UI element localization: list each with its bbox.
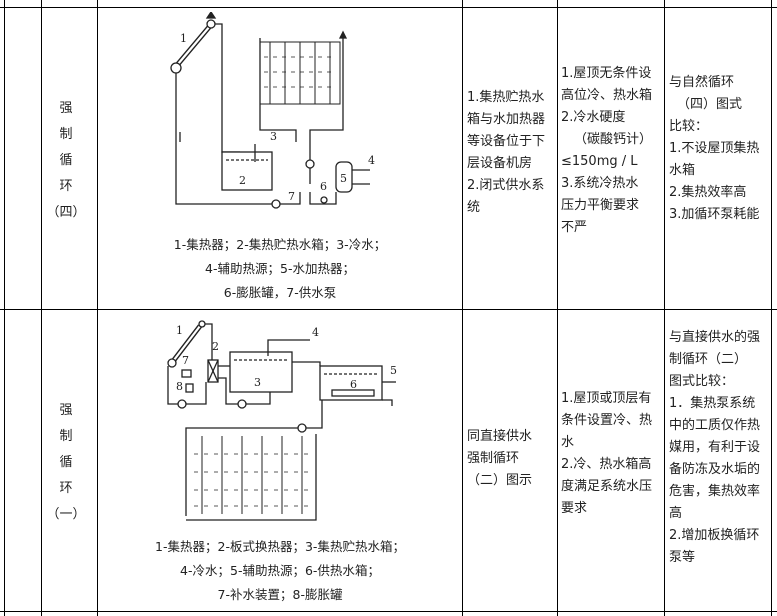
- conditions-line: 1.屋顶无条件设: [561, 66, 652, 81]
- comparison-cell: 与直接供水的强 制循环（二） 图式比较： 1．集热泵系统 中的工质仅作热 媒用，…: [669, 327, 773, 569]
- schematic-label: 7: [288, 190, 295, 203]
- conditions-line: 2.冷水硬度: [561, 110, 626, 125]
- schematic-label: 4: [312, 326, 319, 339]
- table-divider: [462, 0, 463, 616]
- features-line: 1.集热贮热水: [467, 90, 545, 105]
- features-line: 强制循环: [467, 451, 520, 466]
- features-line: 等设备位于下: [467, 134, 546, 149]
- comparison-line: （四）图式: [677, 97, 743, 112]
- comparison-line: 高: [669, 506, 683, 521]
- row-divider: [0, 611, 777, 612]
- conditions-cell: 1.屋顶或顶层有 条件设置冷、热 水 2.冷、热水箱高 度满足系统水压 要求: [561, 388, 665, 520]
- system-name-char: 强: [59, 101, 73, 116]
- conditions-line: 度满足系统水压: [561, 479, 653, 494]
- comparison-line: 比较：: [669, 119, 709, 134]
- system-name-char: 制: [59, 127, 73, 142]
- conditions-line: 压力平衡要求: [561, 198, 640, 213]
- conditions-line: 要求: [561, 501, 588, 516]
- system-name-char: 强: [59, 403, 73, 418]
- schematic-caption: 1-集热器；2-集热贮热水箱；3-冷水； 4-辅助热源；5-水加热器； 6-膨胀…: [100, 233, 460, 305]
- caption-line: 7-补水装置；8-膨胀罐: [217, 587, 343, 602]
- row-divider: [0, 309, 777, 310]
- features-line: 统: [467, 200, 481, 215]
- system-name-char: 循: [59, 455, 73, 470]
- comparison-line: 1.不设屋顶集热: [669, 141, 760, 156]
- comparison-line: 水箱: [669, 163, 696, 178]
- table-divider: [557, 0, 558, 616]
- comparison-line: 图式比较：: [669, 374, 735, 389]
- features-cell: 同直接供水 强制循环 （二）图示: [467, 426, 559, 492]
- caption-line: 1-集热器；2-板式换热器；3-集热贮热水箱；: [155, 539, 405, 554]
- schematic-diagram-forced-circulation-1: 1 2 3 4 5 6 7 8: [167, 320, 397, 521]
- conditions-line: 1.屋顶或顶层有: [561, 391, 652, 406]
- schematic-label: 2: [239, 174, 246, 187]
- comparison-line: 与自然循环: [669, 75, 735, 90]
- comparison-line: 1．集热泵系统: [669, 396, 756, 411]
- features-line: 同直接供水: [467, 429, 533, 444]
- caption-line: 1-集热器；2-集热贮热水箱；3-冷水；: [173, 237, 387, 252]
- row-divider: [0, 7, 777, 8]
- schematic-label: 8: [176, 380, 183, 393]
- schematic-label: 6: [320, 180, 327, 193]
- table-border-right: [771, 0, 772, 616]
- schematic-label: 2: [212, 340, 219, 353]
- schematic-label: 1: [180, 32, 187, 45]
- system-name-char: 制: [59, 429, 73, 444]
- system-name-char: 循: [59, 153, 73, 168]
- schematic-label: 7: [182, 354, 189, 367]
- system-name-char: （四）: [46, 205, 86, 220]
- system-name-char: 环: [59, 481, 73, 496]
- table-border-left: [4, 0, 5, 616]
- schematic-label: 4: [368, 154, 375, 167]
- comparison-line: 3.加循环泵耗能: [669, 207, 760, 222]
- comparison-line: 媒用，有利于设: [669, 440, 761, 455]
- features-line: 层设备机房: [467, 156, 533, 171]
- table-divider: [97, 0, 98, 616]
- features-line: 2.闭式供水系: [467, 178, 545, 193]
- schematic-label: 3: [254, 376, 261, 389]
- comparison-line: 与直接供水的强: [669, 330, 761, 345]
- schematic-label: 3: [270, 130, 277, 143]
- conditions-line: 2.冷、热水箱高: [561, 457, 652, 472]
- system-name-cell: 强 制 循 环 （一）: [46, 398, 86, 528]
- schematic-label: 1: [176, 324, 183, 337]
- schematic-diagram-forced-circulation-4: 1 2 3 4 5 6 7: [170, 12, 375, 209]
- comparison-line: 2.增加板换循环: [669, 528, 760, 543]
- conditions-cell: 1.屋顶无条件设 高位冷、热水箱 2.冷水硬度 （碳酸钙计） ≤150mg / …: [561, 63, 665, 239]
- schematic-label: 5: [390, 364, 397, 377]
- features-line: （二）图示: [467, 473, 533, 488]
- schematic-label: 5: [340, 172, 347, 185]
- caption-line: 4-冷水；5-辅助热源；6-供热水箱；: [180, 563, 380, 578]
- system-name-char: （一）: [46, 507, 86, 522]
- comparison-line: 危害，集热效率: [669, 484, 761, 499]
- schematic-caption: 1-集热器；2-板式换热器；3-集热贮热水箱； 4-冷水；5-辅助热源；6-供热…: [100, 535, 460, 607]
- conditions-line: 不严: [561, 220, 588, 235]
- caption-line: 4-辅助热源；5-水加热器；: [205, 261, 355, 276]
- system-name-cell: 强 制 循 环 （四）: [46, 96, 86, 226]
- comparison-line: 中的工质仅作热: [669, 418, 761, 433]
- comparison-cell: 与自然循环 （四）图式 比较： 1.不设屋顶集热 水箱 2.集热效率高 3.加循…: [669, 72, 771, 226]
- caption-line: 6-膨胀罐，7-供水泵: [223, 285, 337, 300]
- comparison-line: 泵等: [669, 550, 696, 565]
- system-name-char: 环: [59, 179, 73, 194]
- features-cell: 1.集热贮热水 箱与水加热器 等设备位于下 层设备机房 2.闭式供水系 统: [467, 87, 559, 219]
- table-divider: [664, 0, 665, 616]
- schematic-label: 6: [350, 378, 357, 391]
- conditions-line: （碳酸钙计）: [573, 132, 652, 147]
- conditions-line: ≤150mg / L: [561, 154, 638, 169]
- table-divider: [41, 0, 42, 616]
- comparison-line: 制循环（二）: [669, 352, 748, 367]
- comparison-line: 备防冻及水垢的: [669, 462, 761, 477]
- conditions-line: 水: [561, 435, 575, 450]
- features-line: 箱与水加热器: [467, 112, 546, 127]
- comparison-line: 2.集热效率高: [669, 185, 747, 200]
- conditions-line: 高位冷、热水箱: [561, 88, 653, 103]
- conditions-line: 3.系统冷热水: [561, 176, 639, 191]
- conditions-line: 条件设置冷、热: [561, 413, 653, 428]
